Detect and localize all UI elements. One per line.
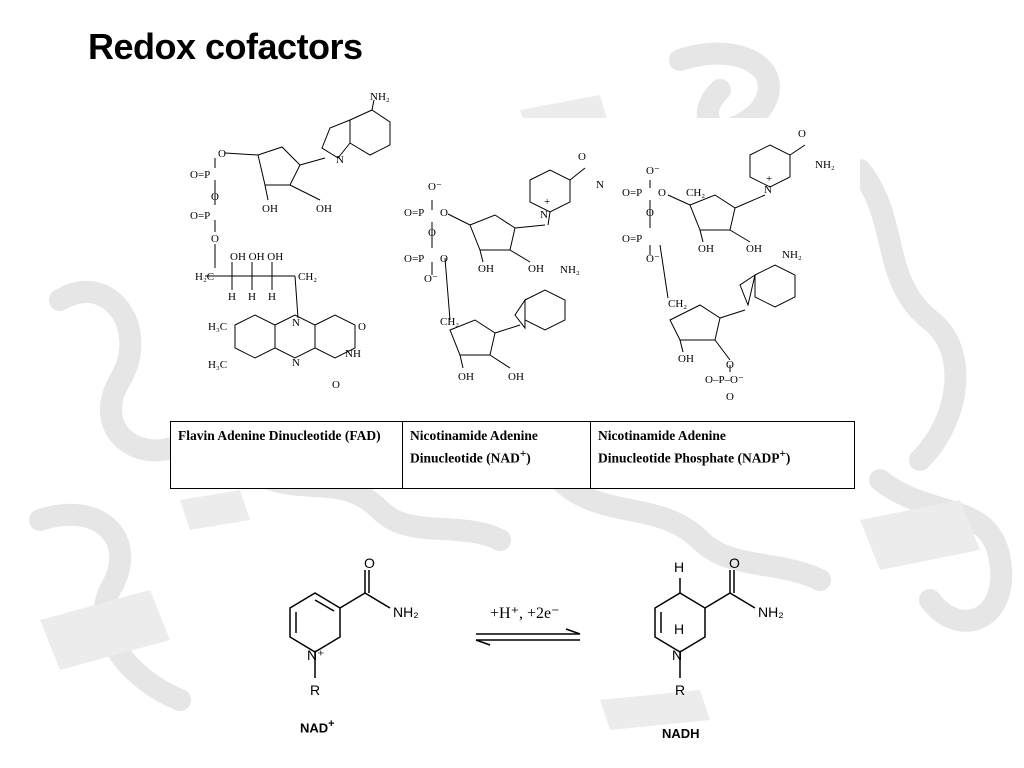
table-row: Flavin Adenine Dinucleotide (FAD) Nicoti…	[170, 421, 855, 489]
svg-text:OH: OH	[698, 243, 714, 255]
svg-text:H₂C: H₂C	[195, 271, 214, 283]
svg-text:O=P: O=P	[622, 187, 642, 199]
svg-text:OH: OH	[478, 263, 494, 275]
svg-text:OH: OH	[678, 353, 694, 365]
svg-text:H: H	[674, 559, 684, 575]
svg-text:CH₂: CH₂	[668, 298, 687, 310]
svg-text:NH₂: NH₂	[782, 249, 802, 261]
svg-text:H: H	[228, 291, 236, 303]
svg-text:O=P: O=P	[404, 207, 424, 219]
svg-text:O⁻: O⁻	[428, 181, 442, 193]
svg-text:R: R	[675, 682, 685, 698]
svg-text:CH₂: CH₂	[298, 271, 317, 283]
svg-text:N: N	[540, 209, 548, 221]
equilibrium-arrows	[475, 628, 581, 646]
svg-text:O: O	[364, 555, 375, 571]
cofactor-structures-panel	[170, 118, 860, 418]
svg-text:O: O	[211, 233, 219, 245]
svg-text:H: H	[248, 291, 256, 303]
svg-text:R: R	[310, 682, 320, 698]
svg-text:OH: OH	[746, 243, 762, 255]
svg-text:NH₂: NH₂	[815, 159, 835, 171]
svg-text:N: N	[292, 317, 300, 329]
svg-text:CH₂: CH₂	[686, 187, 705, 199]
page-title: Redox cofactors	[88, 26, 363, 67]
svg-text:CH₂: CH₂	[440, 316, 459, 328]
svg-text:O⁻: O⁻	[646, 165, 660, 177]
svg-text:H: H	[268, 291, 276, 303]
svg-text:O: O	[428, 227, 436, 239]
svg-text:N⁺: N⁺	[307, 647, 325, 663]
svg-text:O: O	[332, 379, 340, 391]
svg-text:O: O	[578, 151, 586, 163]
svg-text:H₃C: H₃C	[208, 359, 227, 371]
svg-text:O: O	[440, 207, 448, 219]
svg-text:O⁻: O⁻	[646, 253, 660, 265]
svg-text:N: N	[336, 154, 344, 166]
svg-text:NH₂: NH₂	[758, 604, 784, 620]
svg-text:N: N	[292, 357, 300, 369]
svg-text:O=P: O=P	[190, 210, 210, 222]
svg-text:NH₂: NH₂	[560, 264, 580, 276]
nadh-ring	[654, 570, 756, 678]
svg-text:O=P: O=P	[190, 169, 210, 181]
svg-text:O–P–O⁻: O–P–O⁻	[705, 374, 744, 386]
nad-plus-ring	[289, 570, 391, 678]
svg-text:O=P: O=P	[404, 253, 424, 265]
svg-text:OH OH OH: OH OH OH	[230, 251, 283, 263]
svg-text:O⁻: O⁻	[424, 273, 438, 285]
svg-text:O: O	[658, 187, 666, 199]
svg-text:N: N	[596, 179, 604, 191]
svg-text:O: O	[218, 148, 226, 160]
svg-text:O: O	[726, 391, 734, 403]
svg-text:N: N	[764, 184, 772, 196]
svg-text:H: H	[674, 621, 684, 637]
svg-text:N: N	[672, 647, 682, 663]
svg-text:NH₂: NH₂	[370, 91, 390, 103]
svg-text:H₃C: H₃C	[208, 321, 227, 333]
svg-text:+: +	[766, 173, 772, 185]
svg-text:O: O	[440, 253, 448, 265]
svg-text:O: O	[646, 207, 654, 219]
svg-text:OH: OH	[316, 203, 332, 215]
reaction-conditions: +H⁺, +2e⁻	[490, 605, 560, 622]
svg-text:O=P: O=P	[622, 233, 642, 245]
svg-text:+: +	[544, 196, 550, 208]
cofactor-caption-table: Flavin Adenine Dinucleotide (FAD) Nicoti…	[170, 421, 855, 489]
svg-text:O: O	[726, 359, 734, 371]
svg-text:O: O	[211, 191, 219, 203]
svg-text:O: O	[358, 321, 366, 333]
svg-text:OH: OH	[528, 263, 544, 275]
svg-text:OH: OH	[508, 371, 524, 383]
nad-plus-label: NAD+	[300, 718, 335, 736]
svg-text:O: O	[798, 128, 806, 140]
svg-text:NH: NH	[345, 348, 361, 360]
svg-text:OH: OH	[458, 371, 474, 383]
nadh-label: NADH	[662, 726, 700, 741]
svg-text:NH₂: NH₂	[393, 604, 419, 620]
svg-text:OH: OH	[262, 203, 278, 215]
svg-text:O: O	[729, 555, 740, 571]
